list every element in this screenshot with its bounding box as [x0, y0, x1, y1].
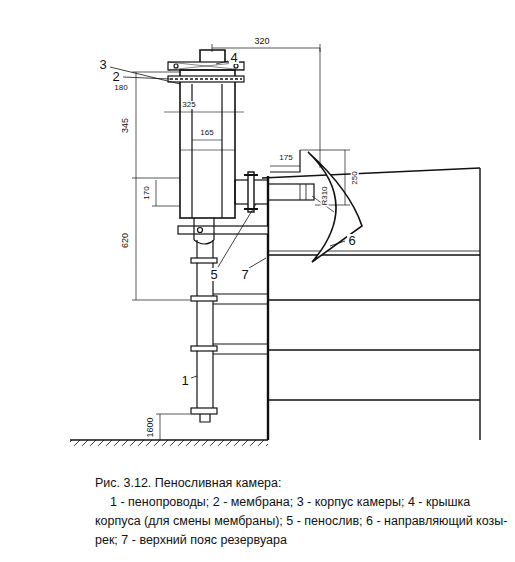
dimension-label: 165: [199, 129, 214, 137]
dimension-label: 1600: [146, 416, 155, 438]
dimension-label: 620: [122, 231, 131, 248]
callout-number: 5: [209, 268, 218, 281]
callout-number: 1: [180, 374, 189, 387]
figure-caption: 1 - пенопроводы; 2 - мембрана; 3 - корпу…: [95, 493, 510, 550]
chamber-body: [164, 70, 244, 218]
callout-number: 3: [98, 58, 107, 71]
ground: [70, 440, 268, 446]
dimension-label: 345: [122, 116, 131, 133]
dimension-label: R310: [321, 185, 329, 206]
dimension-label: 170: [143, 185, 151, 200]
dimension-label: 175: [278, 154, 293, 162]
dimension-label: 250: [351, 170, 359, 185]
callout-number: 7: [240, 268, 249, 281]
callout-number: 4: [229, 51, 238, 64]
deflector: [308, 152, 362, 262]
dimension-lines: [132, 44, 350, 440]
leader-lines: [110, 61, 345, 378]
dimension-label: 180: [113, 84, 128, 92]
callout-number: 6: [347, 234, 356, 247]
figure-title: Рис. 3.12. Пеносливная камера:: [95, 474, 510, 493]
foam-pourer: [235, 150, 314, 212]
tank: [262, 168, 480, 440]
dimension-label: 325: [181, 101, 196, 109]
callout-number: 2: [111, 70, 120, 83]
housing-cover: [168, 50, 244, 70]
membrane: [170, 78, 242, 79]
foam-pipe: [178, 218, 268, 422]
dimension-label: 320: [253, 37, 270, 46]
